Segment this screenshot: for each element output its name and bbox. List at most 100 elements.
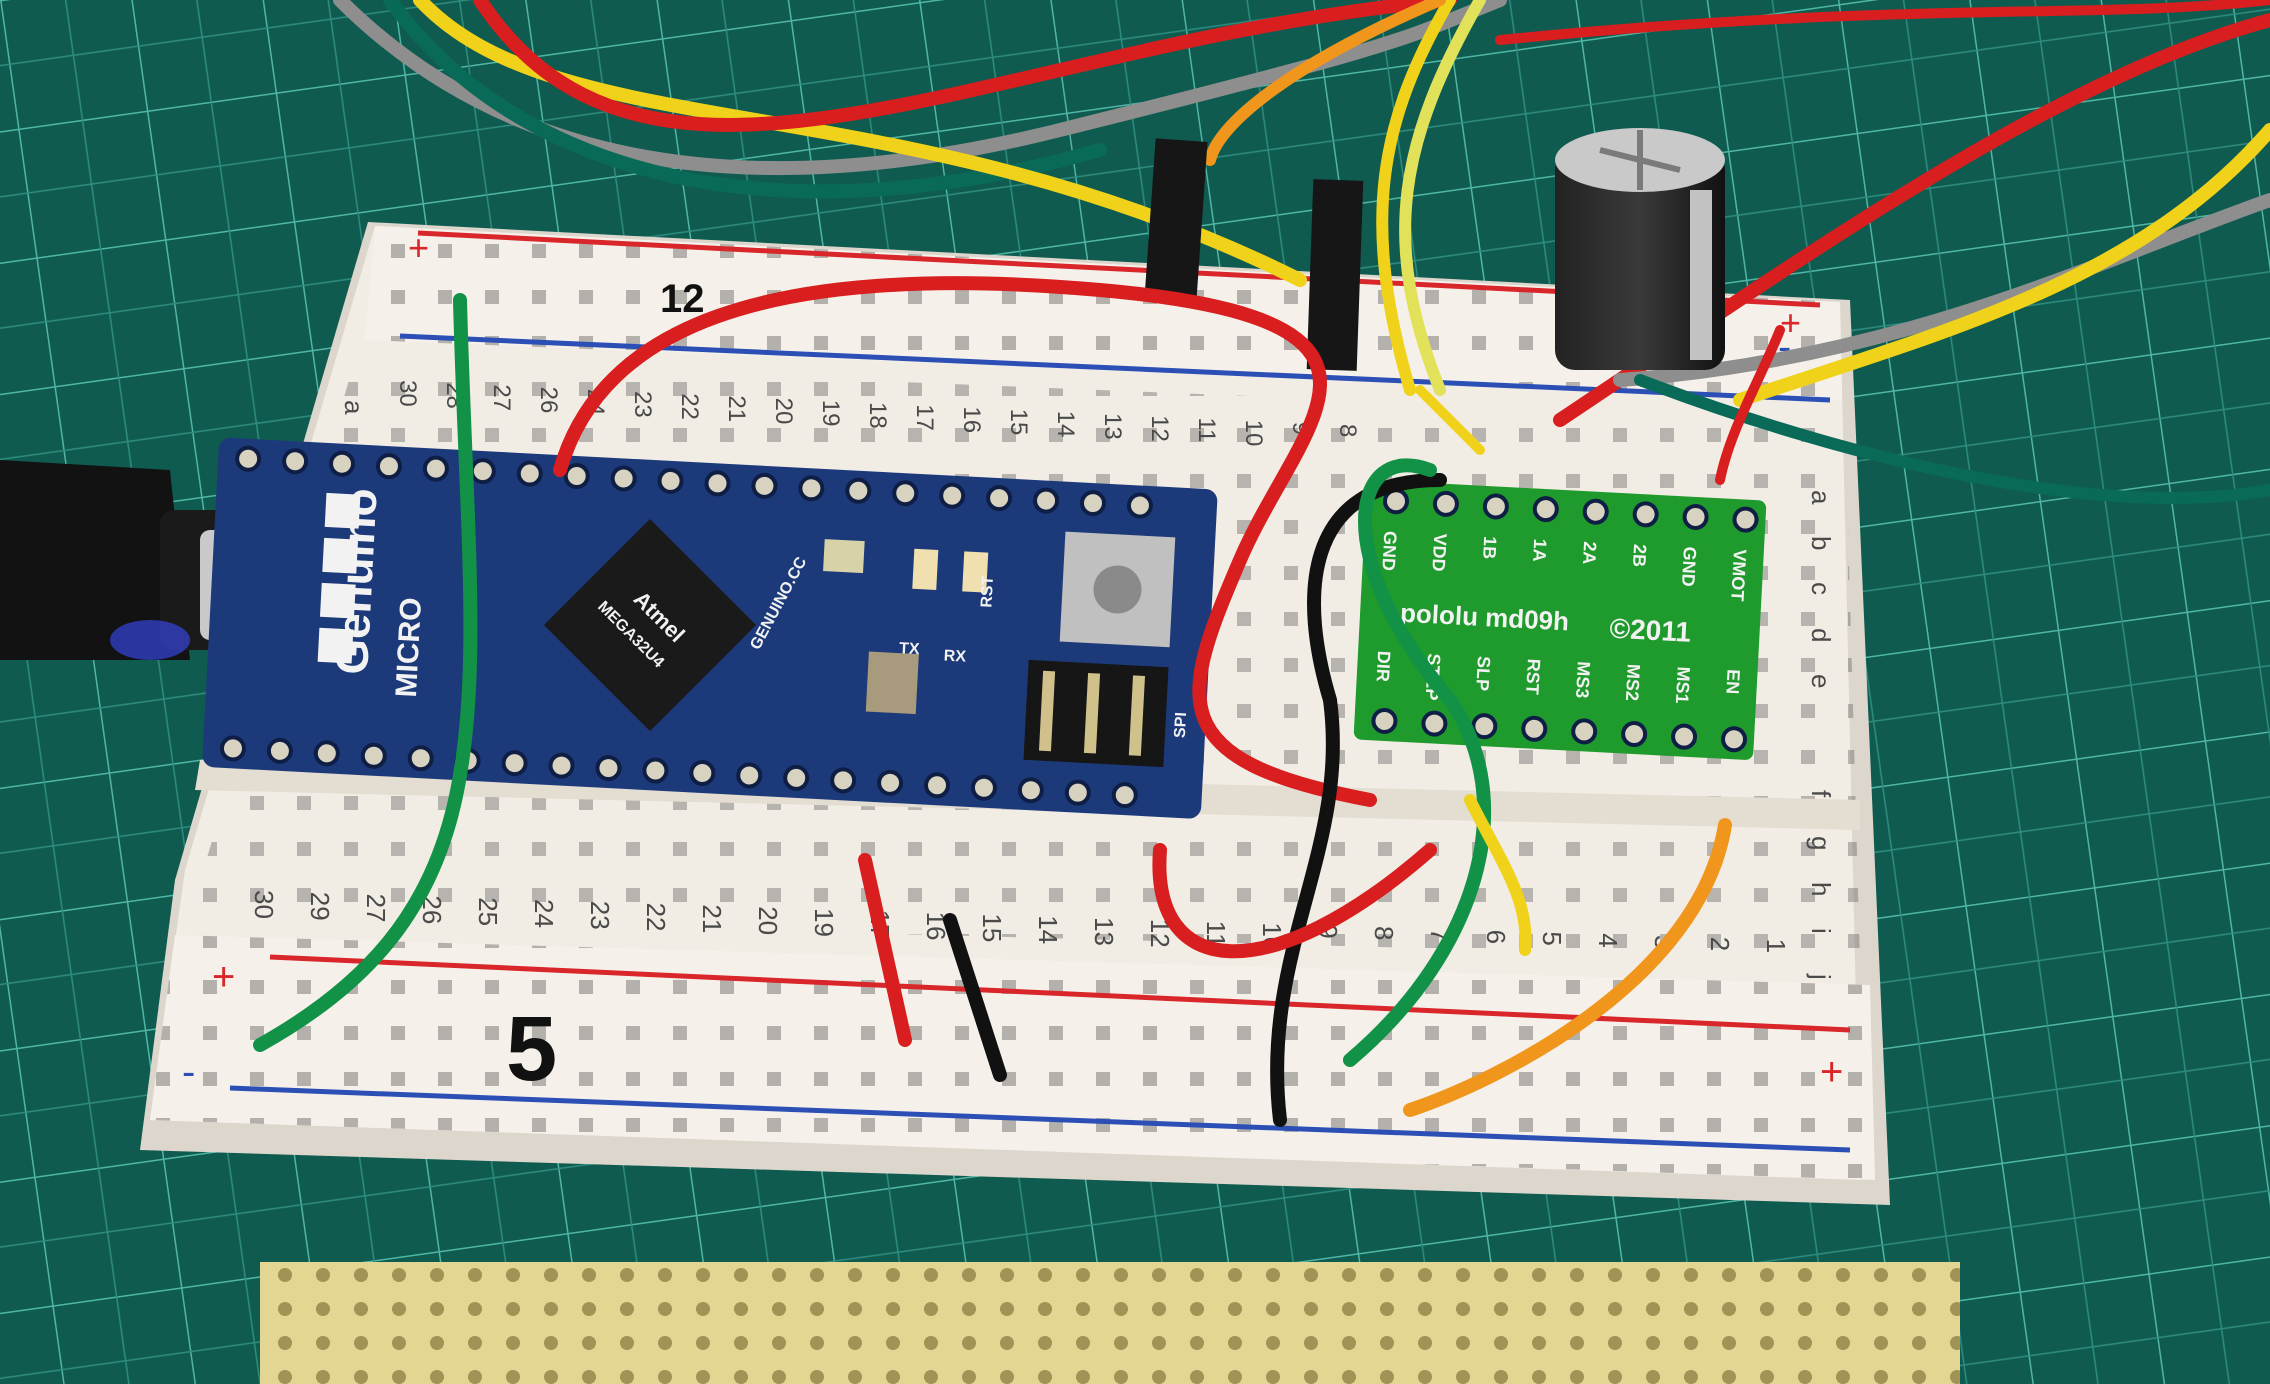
row-letter: b — [1806, 536, 1836, 550]
header-pin — [736, 762, 763, 789]
driver-pin-label: GND — [1678, 546, 1700, 587]
driver-pin — [1621, 721, 1648, 748]
header-pin — [329, 450, 356, 477]
header-pin — [469, 458, 496, 485]
header-pin — [375, 453, 402, 480]
row-letter: f — [1806, 790, 1836, 798]
column-number: 14 — [1052, 411, 1079, 438]
driver-pin — [1432, 490, 1459, 517]
loose-wires — [333, 0, 2270, 504]
column-number: 1 — [1761, 939, 1791, 953]
column-number: 22 — [676, 393, 703, 420]
icsp-header — [1023, 659, 1169, 768]
header-pin — [689, 759, 716, 786]
driver-pin-label: SLP — [1472, 656, 1494, 692]
driver-pin — [1532, 496, 1559, 523]
spi-label: SPI — [1172, 712, 1190, 739]
rail-plus-bottom-right: + — [1820, 1050, 1843, 1094]
header-pin — [266, 737, 293, 764]
header-pin — [798, 475, 825, 502]
header-pin — [1111, 782, 1138, 809]
model-label: MICRO — [390, 597, 428, 699]
column-number: 24 — [529, 899, 559, 928]
header-pin — [986, 485, 1013, 512]
driver-pin — [1471, 713, 1498, 740]
header-pin — [407, 745, 434, 772]
column-number: 8 — [1334, 424, 1361, 437]
column-number: 13 — [1089, 917, 1119, 946]
column-number: 5 — [1537, 931, 1567, 945]
column-number: 29 — [305, 892, 335, 921]
column-number: 21 — [697, 904, 727, 933]
header-pin — [924, 772, 951, 799]
header-pin — [360, 742, 387, 769]
header-pin — [704, 470, 731, 497]
header-pin — [313, 740, 340, 767]
header-pin — [642, 757, 669, 784]
driver-pin-label: VDD — [1428, 533, 1450, 572]
header-pin — [235, 445, 262, 472]
column-number: 18 — [864, 402, 891, 429]
rst-label: RST — [978, 575, 997, 608]
rail-plus-top: + — [408, 227, 429, 268]
column-number: 14 — [1033, 915, 1063, 944]
driver-pin-label: EN — [1722, 669, 1743, 695]
driver-pin-label: GND — [1378, 530, 1400, 571]
column-number: 2 — [1705, 937, 1735, 951]
column-number: 11 — [1193, 417, 1220, 442]
header-pin — [422, 455, 449, 482]
driver-pin — [1720, 726, 1747, 753]
column-number: 4 — [1593, 933, 1623, 947]
driver-pin-label: 2A — [1579, 541, 1600, 565]
driver-pin-label: MS2 — [1622, 663, 1644, 701]
driver-pin — [1682, 503, 1709, 530]
header-pin — [595, 755, 622, 782]
header-pin — [657, 467, 684, 494]
driver-pin-label: RST — [1522, 658, 1544, 695]
header-pin — [516, 460, 543, 487]
header-pin — [939, 482, 966, 509]
column-number: 25 — [473, 897, 503, 926]
rail-plus-right: + — [1780, 302, 1801, 343]
driver-pin — [1571, 718, 1598, 745]
rail-minus-bottom: - — [182, 1050, 195, 1094]
tx-label: TX — [899, 640, 921, 658]
driver-year: ©2011 — [1609, 613, 1692, 648]
column-number: 21 — [723, 395, 750, 422]
rail-plus-bottom: + — [212, 955, 235, 999]
column-number: 20 — [770, 398, 797, 425]
row-letter: h — [1806, 882, 1836, 896]
header-pin — [219, 735, 246, 762]
driver-pin — [1482, 493, 1509, 520]
driver-pin — [1632, 501, 1659, 528]
handwritten-12: 12 — [660, 277, 705, 321]
row-letters: ababcdefghij — [339, 400, 1836, 980]
driver-pin-label: MS3 — [1572, 661, 1594, 699]
column-number: 19 — [817, 400, 844, 427]
header-pin — [892, 480, 919, 507]
genuino-logo — [317, 492, 361, 664]
column-number: 15 — [1005, 409, 1032, 436]
arduino-board: Atmel MEGA32U4 Genuino MICRO GENUINO.CC … — [202, 437, 1218, 819]
column-number: 13 — [1099, 413, 1126, 440]
column-number: 17 — [911, 404, 938, 431]
column-number: 12 — [1146, 415, 1173, 442]
header-pin — [1017, 777, 1044, 804]
dupont-connector-left — [1144, 138, 1208, 302]
row-letter: i — [1806, 928, 1836, 934]
jumper-wires — [253, 276, 1785, 1127]
column-number: 26 — [535, 387, 562, 414]
driver-pin — [1421, 710, 1448, 737]
column-number: 27 — [488, 384, 515, 411]
header-pin — [501, 750, 528, 777]
header-pin — [877, 769, 904, 796]
column-number: 6 — [1481, 930, 1511, 944]
rx-label: RX — [943, 647, 966, 665]
driver-pin — [1671, 723, 1698, 750]
driver-pin-label: 1A — [1529, 538, 1550, 562]
row-letter: j — [1806, 973, 1836, 980]
row-letter: c — [1806, 582, 1836, 595]
header-pin — [610, 465, 637, 492]
